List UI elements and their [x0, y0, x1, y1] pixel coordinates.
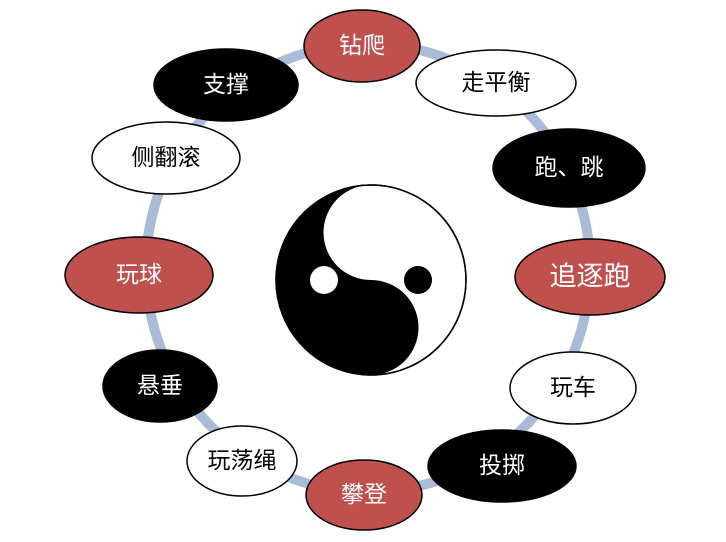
node-wandangsheng: 玩荡绳	[186, 425, 298, 497]
node-label: 玩荡绳	[208, 448, 277, 474]
node-zhuizhupao: 追逐跑	[514, 238, 666, 316]
node-label: 跑、跳	[535, 155, 604, 181]
node-xuanchui: 悬垂	[102, 349, 218, 423]
yin-yang-icon	[275, 184, 467, 376]
node-zuanpa: 钻爬	[303, 9, 421, 83]
node-label: 侧翻滚	[132, 145, 201, 171]
node-label: 追逐跑	[550, 262, 631, 293]
node-zhicheng: 支撑	[153, 48, 299, 122]
node-label: 悬垂	[137, 373, 183, 399]
node-label: 走平衡	[462, 70, 531, 96]
activity-nodes: 钻爬 走平衡 跑、跳 追逐跑 玩车 投掷 攀登 玩荡绳	[64, 9, 666, 531]
node-label: 投掷	[479, 453, 525, 479]
node-label: 支撑	[203, 72, 249, 98]
node-wanqiu: 玩球	[64, 236, 214, 314]
node-zoupingheng: 走平衡	[415, 49, 577, 117]
node-label: 玩车	[550, 375, 596, 401]
node-touzhi: 投掷	[427, 429, 577, 503]
node-label: 钻爬	[339, 33, 385, 59]
node-paotiao: 跑、跳	[492, 128, 646, 208]
node-wanche: 玩车	[509, 351, 637, 425]
node-label: 玩球	[116, 262, 162, 288]
node-pandeng: 攀登	[305, 459, 423, 531]
node-cefangun: 侧翻滚	[91, 121, 241, 195]
node-label: 攀登	[341, 482, 387, 508]
